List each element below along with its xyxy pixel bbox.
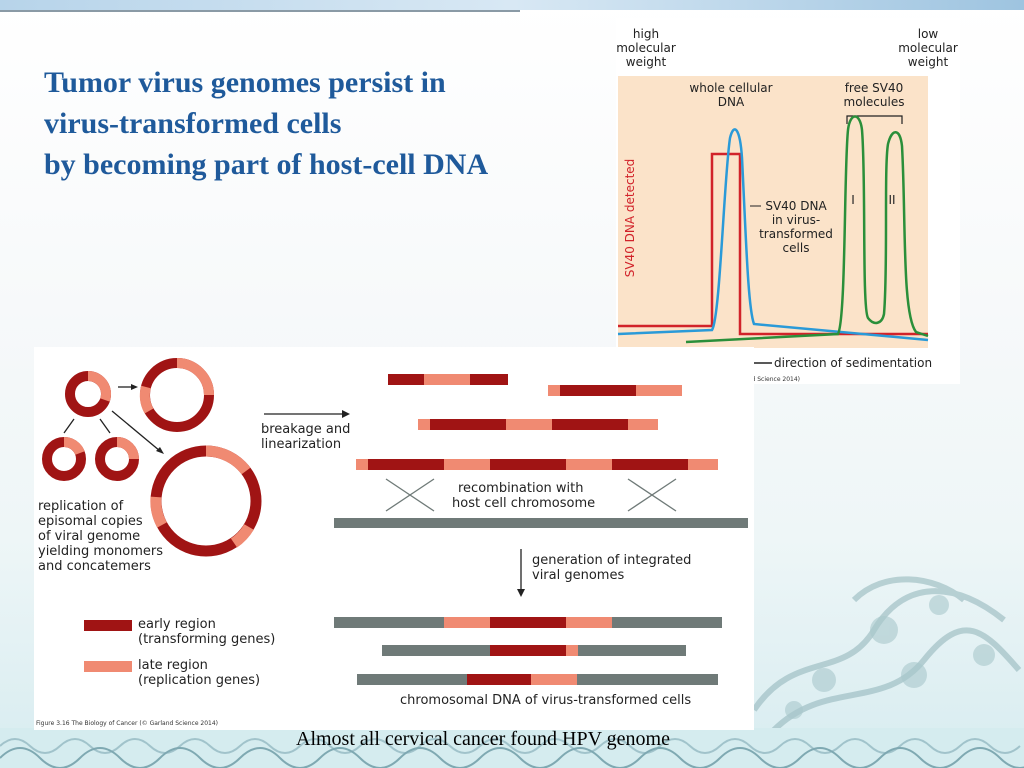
arrowhead-medium [131, 384, 138, 390]
host-chromosome [334, 518, 748, 528]
linear-genome-3 [418, 419, 658, 430]
episome-small-left [42, 436, 86, 481]
title-line-3: by becoming part of host-cell DNA [44, 148, 489, 181]
x-axis-label: direction of sedimentation [774, 356, 932, 370]
sv40-label-3: transformed [759, 227, 833, 241]
integrated-genome-3 [357, 674, 718, 685]
legend-early-swatch [84, 620, 132, 631]
low-mw-label-1: low [918, 27, 939, 41]
breakage-label-2: linearization [261, 437, 341, 452]
whole-dna-label-1: whole cellular [689, 81, 772, 95]
recombination-crosses [385, 478, 677, 512]
chromosomal-dna-label: chromosomal DNA of virus-transformed cel… [400, 693, 691, 708]
top-border-bar [0, 0, 1024, 10]
sv40-label-4: cells [783, 241, 810, 255]
arrowhead-large [156, 447, 164, 454]
y-axis-label: SV40 DNA detected [623, 159, 637, 278]
episome-small [65, 370, 112, 417]
linear-genome-1 [388, 374, 508, 385]
red-sv40-curve [618, 152, 928, 336]
legend-late-label-2: (replication genes) [138, 673, 260, 688]
slide-caption: Almost all cervical cancer found HPV gen… [296, 728, 670, 750]
generation-label-1: generation of integrated [532, 553, 691, 568]
blue-whole-dna-curve [617, 128, 929, 342]
low-mw-label-3: weight [908, 55, 949, 69]
title-line-2: virus-transformed cells [44, 107, 342, 140]
free-sv40-label-2: molecules [844, 95, 905, 109]
replication-label-4: yielding monomers [38, 544, 163, 559]
high-mw-label-3: weight [626, 55, 667, 69]
sv40-label-2: in virus- [772, 213, 820, 227]
high-mw-label-1: high [633, 27, 659, 41]
breakage-label-1: breakage and [261, 422, 350, 437]
legend-early-label-1: early region [138, 617, 216, 632]
figure-credit-left: Figure 3.16 The Biology of Cancer (© Gar… [36, 720, 218, 727]
free-sv40-bracket [846, 115, 903, 124]
generation-label-2: viral genomes [532, 568, 624, 583]
legend-early-label-2: (transforming genes) [138, 632, 275, 647]
linear-genome-4 [356, 459, 718, 470]
episome-large [150, 445, 262, 557]
slide-title: Tumor virus genomes persist in virus-tra… [44, 62, 604, 185]
free-sv40-label-1: free SV40 [845, 81, 904, 95]
replication-label-5: and concatemers [38, 559, 151, 574]
replication-label-1: replication of [38, 499, 124, 514]
arrowhead-generation [517, 589, 525, 597]
sv40-label-1: SV40 DNA [765, 199, 827, 213]
low-mw-label-2: molecular [898, 41, 958, 55]
green-free-sv40-curve [685, 115, 929, 344]
arrowhead-breakage [342, 410, 350, 418]
integrated-genome-1 [334, 617, 722, 628]
plot-panel [618, 76, 928, 348]
top-rule [0, 10, 520, 12]
dragon-decoration [751, 576, 1022, 733]
recombination-label-1: recombination with [458, 481, 584, 496]
arrow-to-left [63, 418, 75, 434]
arrow-to-right [99, 418, 111, 434]
legend-late-swatch [84, 661, 132, 672]
replication-label-3: of viral genome [38, 529, 140, 544]
integrated-genome-2 [382, 645, 686, 656]
sedimentation-figure: high molecular weight low molecular weig… [616, 18, 960, 384]
wave-border [0, 728, 1024, 768]
title-line-1: Tumor virus genomes persist in [44, 66, 446, 99]
linear-genome-2 [548, 385, 682, 396]
episome-medium [139, 358, 214, 432]
episome-small-right [95, 437, 139, 481]
integration-figure: breakage and linearization recombination… [34, 347, 754, 730]
peak-ii-label: II [888, 193, 895, 207]
high-mw-label-2: molecular [616, 41, 676, 55]
peak-i-label: I [851, 193, 855, 207]
replication-label-2: episomal copies [38, 514, 143, 529]
arrow-to-large [111, 410, 161, 452]
whole-dna-label-2: DNA [718, 95, 745, 109]
legend-late-label-1: late region [138, 658, 208, 673]
recombination-label-2: host cell chromosome [452, 496, 595, 511]
